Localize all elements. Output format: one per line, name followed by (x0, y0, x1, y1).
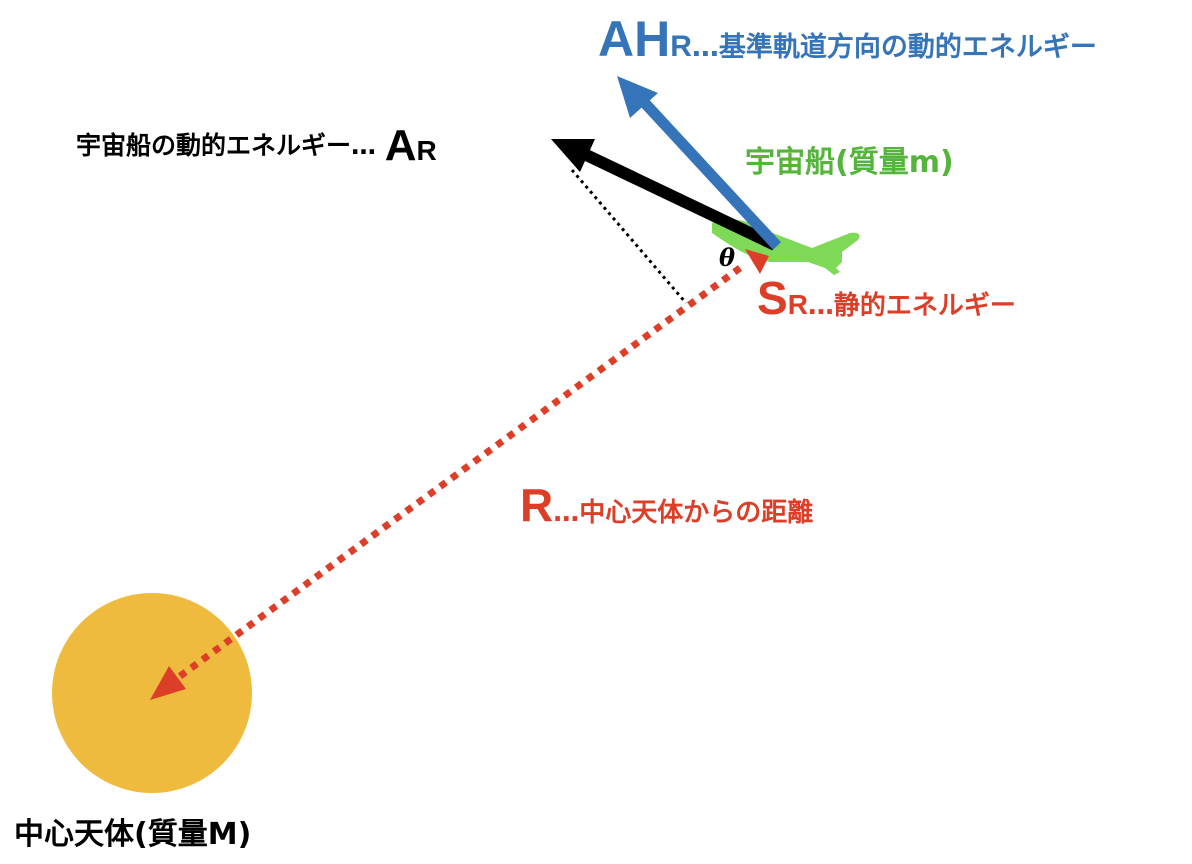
projection-dotted-line (570, 169, 688, 304)
ar-label: 宇宙船の動的エネルギー… AR (76, 124, 437, 168)
ar-arrowhead (551, 139, 595, 172)
static-energy-arrowhead (745, 249, 769, 274)
distance-r-arrowhead (150, 666, 186, 700)
ahr-description: …基準軌道方向の動的エネルギー (691, 32, 1097, 63)
ahr-symbol: AH (598, 11, 671, 67)
ahr-arrow-shaft (637, 96, 782, 250)
theta-label: θ (719, 243, 736, 272)
sr-symbol: S (757, 272, 788, 324)
ahr-subscript: R (670, 30, 692, 63)
ahr-label: AHR…基準軌道方向の動的エネルギー (598, 14, 1097, 64)
ar-subscript: R (416, 135, 437, 166)
spaceship-label: 宇宙船(質量m) (745, 145, 954, 180)
r-symbol: R (520, 479, 554, 531)
sr-label: SR…静的エネルギー (757, 275, 1016, 321)
r-label: R…中心天体からの距離 (520, 482, 813, 528)
ahr-arrowhead (617, 76, 658, 118)
central-body-label: 中心天体(質量M) (14, 817, 252, 852)
ar-symbol: A (384, 121, 417, 170)
sr-description: …静的エネルギー (807, 291, 1016, 321)
r-description: …中心天体からの距離 (553, 498, 814, 528)
central-body-circle (52, 593, 252, 793)
ar-description: 宇宙船の動的エネルギー… (76, 131, 385, 160)
ar-arrow-shaft (577, 146, 778, 251)
distance-r-line (169, 265, 743, 685)
sr-subscript: R (787, 289, 808, 320)
